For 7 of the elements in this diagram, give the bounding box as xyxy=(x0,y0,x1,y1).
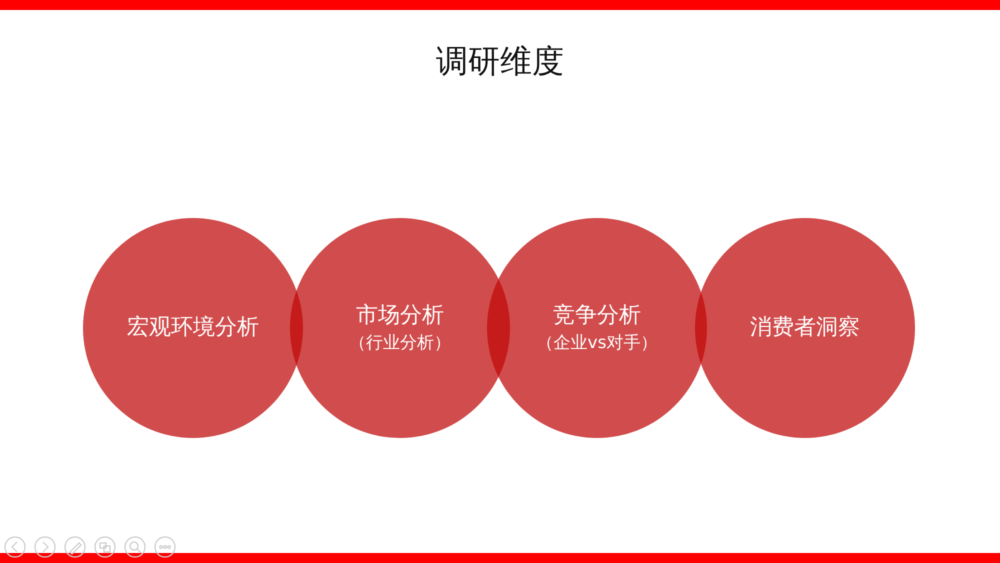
circle-subheading: （企业vs对手） xyxy=(536,332,658,355)
circle-heading: 竞争分析 xyxy=(553,302,641,330)
circle-heading: 市场分析 xyxy=(356,302,444,330)
circle-heading: 消费者洞察 xyxy=(750,314,860,342)
circle-heading: 宏观环境分析 xyxy=(127,314,259,342)
circle-subheading: （行业分析） xyxy=(349,332,451,355)
title: 调研维度 xyxy=(435,41,565,82)
